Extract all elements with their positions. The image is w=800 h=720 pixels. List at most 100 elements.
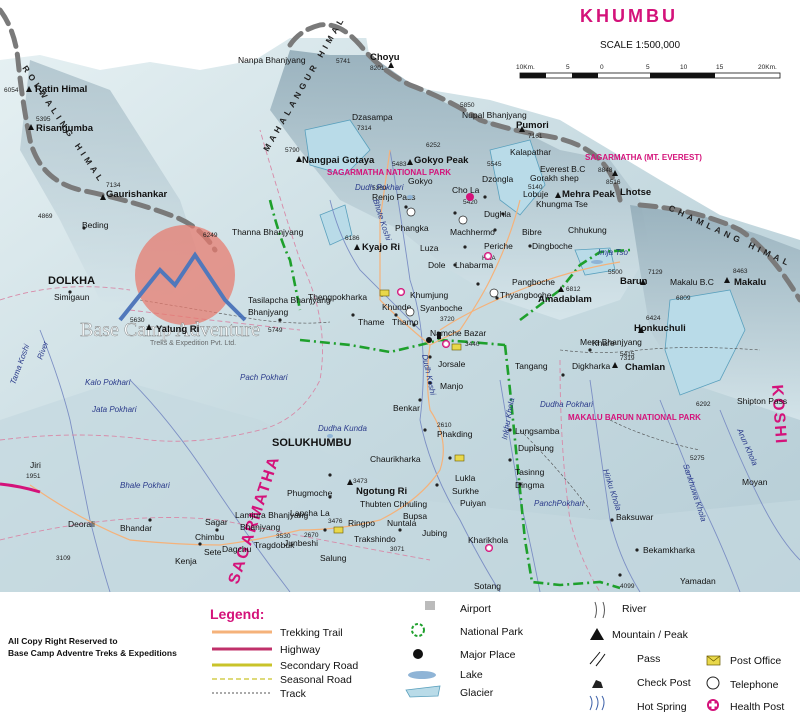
peak-gokyo: Gokyo Peak <box>414 155 469 166</box>
place-thanna: Thanna Bhanjyang <box>232 227 304 237</box>
place-tragdobuk: Tragdobuk <box>254 540 295 550</box>
place-namche: Namche Bazar <box>430 328 486 338</box>
post-office-flap-icon <box>706 655 721 662</box>
highway <box>0 482 41 494</box>
region-solukhumbu: SOLUKHUMBU <box>272 437 351 449</box>
south-hills <box>0 380 800 592</box>
place-simigaun: Simigaun <box>54 292 90 302</box>
peak-pumori: Pumori <box>516 120 549 131</box>
place-renjo-elev: 5360 <box>372 185 387 192</box>
peak-symbols <box>26 62 730 485</box>
legend-panel <box>0 592 800 720</box>
scale-bar <box>519 72 781 79</box>
place-trakshindo: Trakshindo <box>354 534 396 544</box>
place-kharikhola: Kharikhola <box>468 535 508 545</box>
legend-lake: Lake <box>460 669 483 681</box>
park-makalu-barun: MAKALU BARUN NATIONAL PARK <box>568 413 701 422</box>
legend-highway: Highway <box>280 644 321 656</box>
place-bupsa: Bupsa <box>403 511 427 521</box>
legend-seasonal-road: Seasonal Road <box>280 674 352 686</box>
telephone-icon <box>706 676 720 690</box>
copyright-line-1: All Copy Right Reserved to <box>8 636 118 646</box>
park-sagarmatha-mt: SAGARMATHA (MT. EVEREST) <box>585 153 702 162</box>
place-beding: Beding <box>82 220 109 230</box>
place-namche-elev: 3440 <box>465 341 480 348</box>
scale-label: SCALE 1:500,000 <box>600 40 680 51</box>
place-lamjura-elev: 3530 <box>276 533 291 540</box>
hot-spring-icon <box>589 695 605 711</box>
place-dughla: Dughla <box>484 209 511 219</box>
copyright-line-2: Base Camp Adventre Treks & Expeditions <box>8 648 177 658</box>
national-park-icon <box>411 623 425 637</box>
place-jiri: Jiri <box>30 460 41 470</box>
place-elev-5749: 5749 <box>268 327 283 334</box>
health-post-icon <box>397 193 493 552</box>
place-dingboche: Dingboche <box>532 241 573 251</box>
place-trakshindo-elev: 3071 <box>390 546 405 553</box>
place-labels: Nanpa Bhanjyang 5741 Dzasampa 7314 Nupal… <box>26 55 787 591</box>
place-periche: Periche <box>484 241 513 251</box>
peak-amadablam: Amadablam <box>538 294 592 305</box>
legend-track: Track <box>280 688 307 700</box>
top-white-area-right <box>360 0 800 240</box>
national-park-boundary <box>268 199 631 590</box>
mountain-peak-icon <box>590 628 604 640</box>
place-jubing: Jubing <box>422 528 447 538</box>
place-phangka: Phangka <box>395 223 429 233</box>
place-nupal: Nupal Bhanjyang <box>462 110 527 120</box>
place-khungma: Khungma Tse <box>536 199 588 209</box>
health-post-cross-h <box>709 703 717 707</box>
legend-river: River <box>622 603 647 615</box>
legend-secondary-road: Secondary Road <box>280 660 358 672</box>
place-tasilapcha: Tasilapcha Bhanjyang <box>248 295 331 305</box>
telephone-icon <box>405 207 499 317</box>
lake-icon <box>408 671 436 679</box>
peak-choyu: Choyu <box>370 52 400 63</box>
place-lamjura: Lamjura Bhanjyang <box>235 510 309 520</box>
place-dudh-pokhari-top: Dudh Pokhari <box>355 183 404 192</box>
peak-chamlan-elev: 7319 <box>620 355 635 362</box>
peak-amadablam-elev: 6812 <box>566 286 581 293</box>
place-thubten: Thubten Chhuling <box>360 499 427 509</box>
place-dzasampa-elev: 7314 <box>357 125 372 132</box>
watermark-tagline: Treks & Expedition Pvt. Ltd. <box>150 340 236 347</box>
place-nanpa-elev: 5741 <box>336 58 351 65</box>
place-dudhapokhari: Dudha Pokhari <box>540 400 593 409</box>
place-lukla: Lukla <box>455 473 476 483</box>
place-chaurikharka: Chaurikharka <box>370 454 421 464</box>
peak-nangpai: Nangpai Gotaya <box>302 155 375 166</box>
place-dzasampa: Dzasampa <box>352 112 393 122</box>
place-luza: Luza <box>420 243 439 253</box>
scale-tick: 15 <box>716 64 724 71</box>
major-place-icon <box>426 337 432 343</box>
peak-yalung: Yalung Ri <box>156 324 199 335</box>
legend-health-post: Health Post <box>730 701 784 713</box>
map-service-icons <box>333 193 499 552</box>
place-phakding-elev: 2610 <box>437 422 452 429</box>
legend-right: River Mountain / Peak Pass Check Post Ho… <box>589 601 691 713</box>
place-salung: Salung <box>320 553 347 563</box>
place-elev-6292: 6292 <box>696 401 711 408</box>
scale-tick: 10Km. <box>516 64 535 71</box>
place-digkharka: Digkharka <box>572 361 611 371</box>
place-moyan: Moyan <box>742 477 768 487</box>
legend-check-post: Check Post <box>637 677 691 689</box>
place-jiri-elev: 1951 <box>26 473 41 480</box>
peak-ratin: Ratin Himal <box>35 84 87 95</box>
peak-everest: Everest B.C <box>540 164 585 174</box>
place-gokyo-peak-elev: 5483 <box>392 161 407 168</box>
place-chhukung: Chhukung <box>568 225 607 235</box>
post-office-icon <box>451 343 462 351</box>
peak-kyajo: Kyajo Ri <box>362 242 400 253</box>
place-elev-3109: 3109 <box>56 555 71 562</box>
place-gorakh: Gorakh shep <box>530 173 579 183</box>
place-benkar: Benkar <box>393 403 420 413</box>
place-gorakh-elev: 5140 <box>528 184 543 191</box>
place-gokyo-elev: 6252 <box>426 142 441 149</box>
park-sagarmatha-np: SAGARMATHA NATIONAL PARK <box>327 168 451 177</box>
place-lhabarma: Lhabarma <box>455 260 494 270</box>
place-jorsale: Jorsale <box>438 359 466 369</box>
place-mera-elev: 5415 <box>620 351 635 358</box>
place-surkhe: Surkhe <box>452 486 479 496</box>
